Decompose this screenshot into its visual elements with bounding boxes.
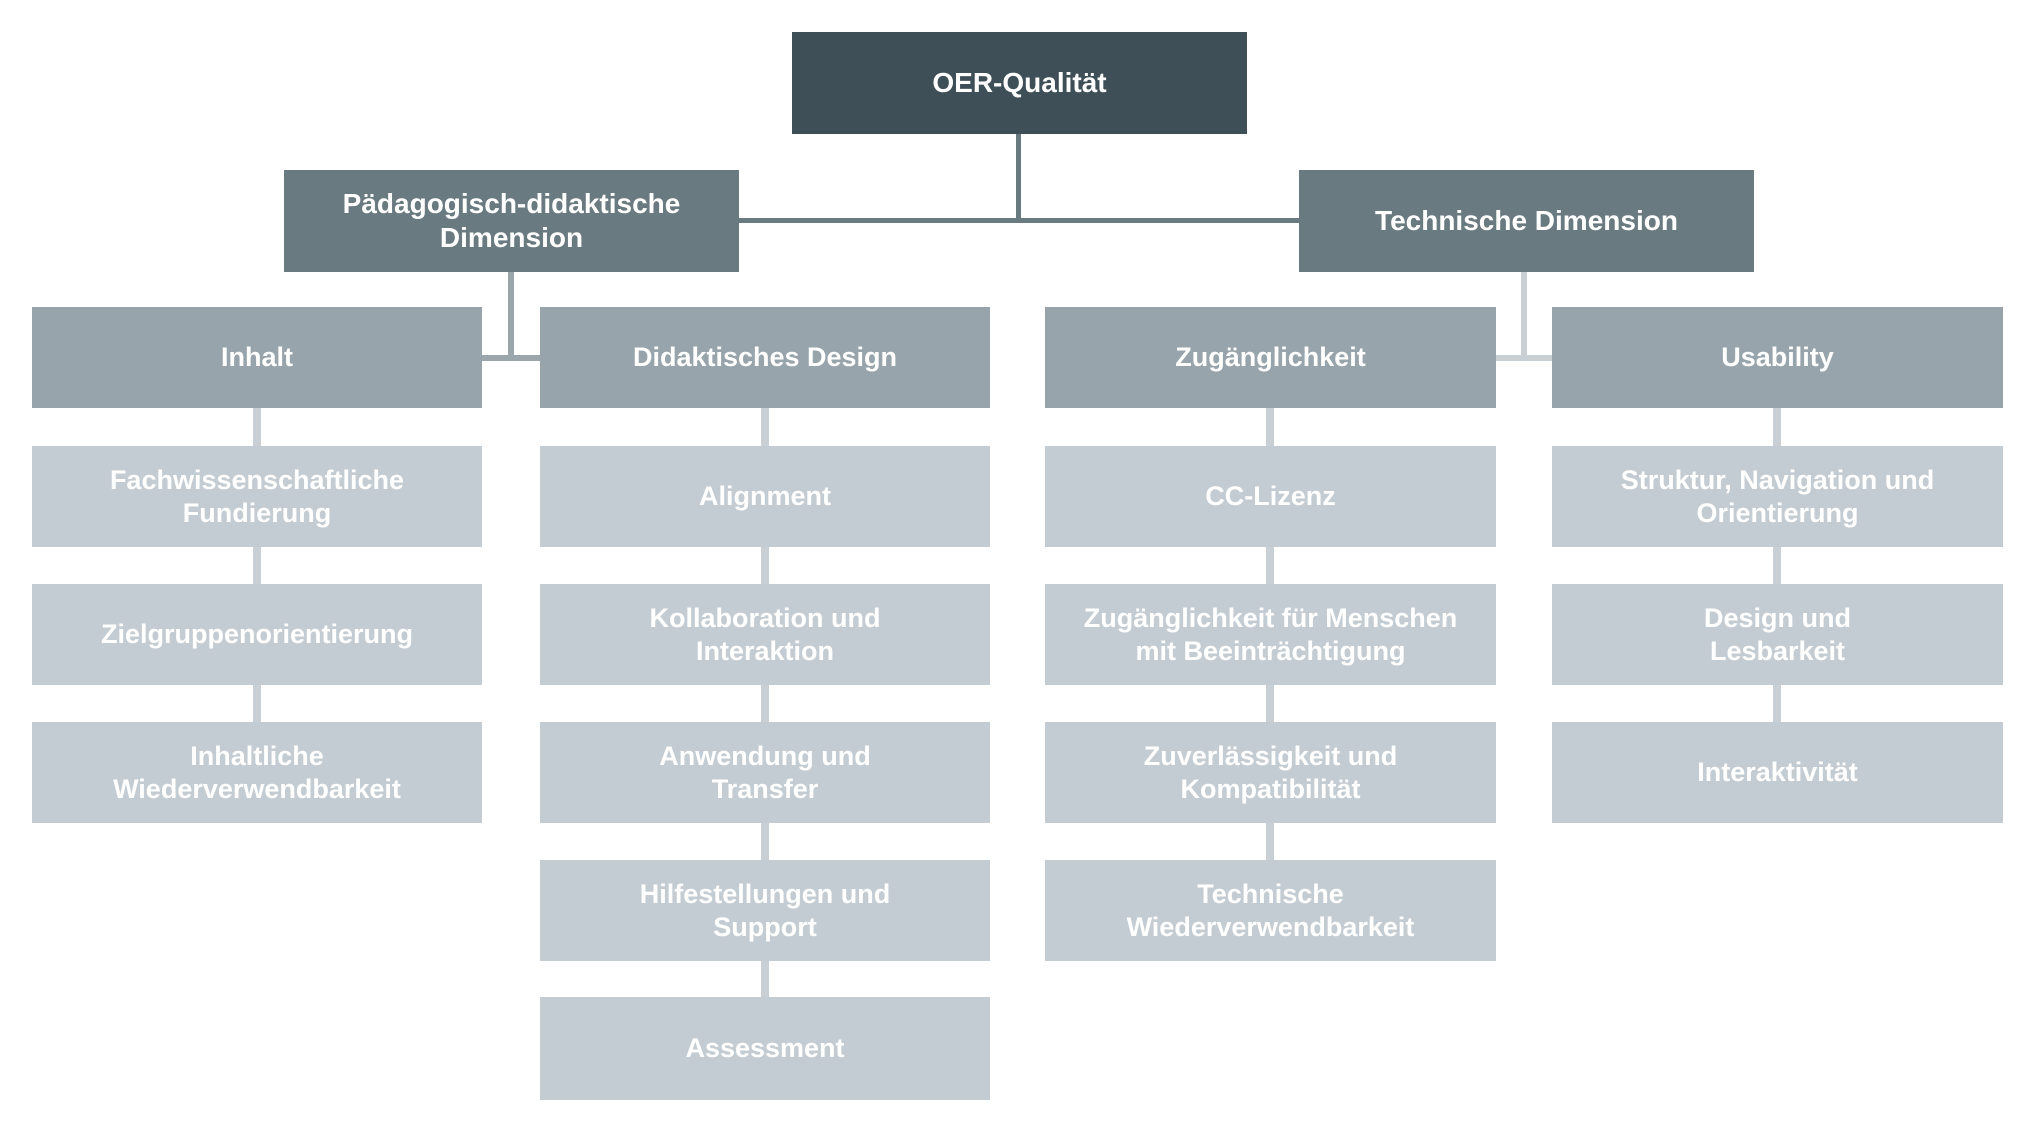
node-alignment: Alignment	[540, 446, 990, 547]
connector-didaktik-4	[761, 823, 769, 860]
connector-didaktik-3	[761, 685, 769, 722]
connector-zugaenglichkeit-4	[1266, 823, 1274, 860]
connector-didaktik-2	[761, 547, 769, 584]
connector-technische-bar	[1496, 355, 1552, 361]
connector-inhalt-2	[253, 547, 261, 584]
node-zuverlaessigkeit-und-kompatibilitaet: Zuverlässigkeit und Kompatibilität	[1045, 722, 1496, 823]
node-anwendung-und-transfer: Anwendung und Transfer	[540, 722, 990, 823]
node-assessment: Assessment	[540, 997, 990, 1100]
node-zugaenglichkeit: Zugänglichkeit	[1045, 307, 1496, 408]
node-technische-dimension: Technische Dimension	[1299, 170, 1754, 272]
node-usability: Usability	[1552, 307, 2003, 408]
connector-didaktik-1	[761, 408, 769, 446]
node-design-und-lesbarkeit: Design und Lesbarkeit	[1552, 584, 2003, 685]
connector-inhalt-1	[253, 408, 261, 446]
connector-usability-1	[1773, 408, 1781, 446]
node-interaktivitaet: Interaktivität	[1552, 722, 2003, 823]
node-zugaenglichkeit-fuer-menschen: Zugänglichkeit für Menschen mit Beeinträ…	[1045, 584, 1496, 685]
node-kollaboration-und-interaktion: Kollaboration und Interaktion	[540, 584, 990, 685]
connector-usability-2	[1773, 547, 1781, 584]
connector-technische-stem	[1521, 272, 1527, 358]
node-hilfestellungen-und-support: Hilfestellungen und Support	[540, 860, 990, 961]
node-fachwissenschaftliche-fundierung: Fachwissenschaftliche Fundierung	[32, 446, 482, 547]
connector-zugaenglichkeit-1	[1266, 408, 1274, 446]
connector-zugaenglichkeit-2	[1266, 547, 1274, 584]
connector-inhalt-3	[253, 685, 261, 722]
node-cc-lizenz: CC-Lizenz	[1045, 446, 1496, 547]
connector-didaktik-5	[761, 960, 769, 997]
node-inhalt: Inhalt	[32, 307, 482, 408]
node-zielgruppenorientierung: Zielgruppenorientierung	[32, 584, 482, 685]
connector-paedagogisch-stem	[508, 272, 514, 358]
node-paedagogisch-didaktische-dimension: Pädagogisch-didaktische Dimension	[284, 170, 739, 272]
connector-root-stem	[1016, 134, 1021, 221]
node-struktur-navigation-und-orientierung: Struktur, Navigation und Orientierung	[1552, 446, 2003, 547]
connector-zugaenglichkeit-3	[1266, 685, 1274, 722]
connector-root-bar	[739, 218, 1299, 223]
node-technische-wiederverwendbarkeit: Technische Wiederverwendbarkeit	[1045, 860, 1496, 961]
node-didaktisches-design: Didaktisches Design	[540, 307, 990, 408]
connector-usability-3	[1773, 685, 1781, 722]
node-inhaltliche-wiederverwendbarkeit: Inhaltliche Wiederverwendbarkeit	[32, 722, 482, 823]
connector-paedagogisch-bar	[482, 355, 540, 361]
node-oer-qualitaet: OER-Qualität	[792, 32, 1247, 134]
